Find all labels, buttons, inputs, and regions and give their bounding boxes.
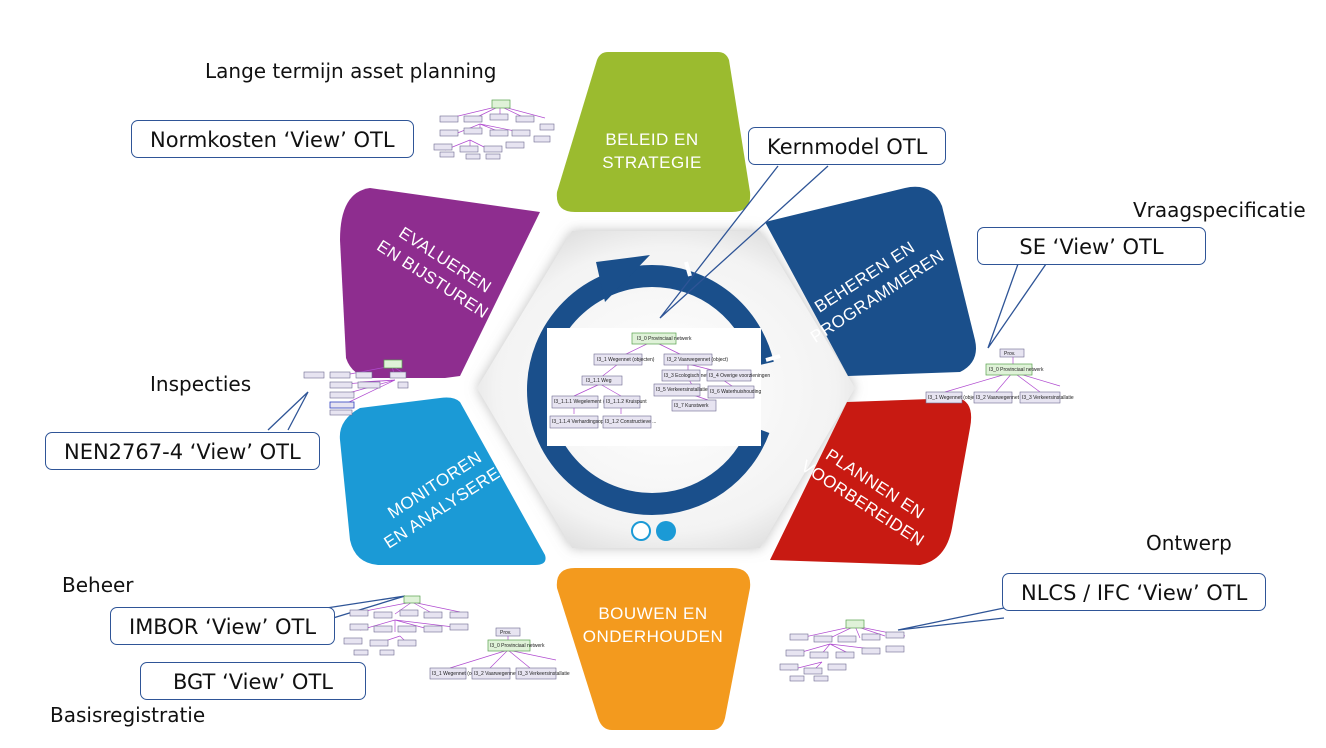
kernmodel-tree-panel: I3_0 Provinciaal netwerk I3_1 Wegennet (… — [547, 328, 770, 446]
center-tree-l1-a: I3_1 Wegennet (objecten) — [597, 357, 655, 363]
callout-se[interactable]: SE ‘View’ OTL — [977, 227, 1206, 265]
segment-plannen[interactable]: PLANNEN EN VOORBEREIDEN — [770, 398, 972, 565]
center-tree-l3-a: I3_1.1.1 Wegelement (objecten) — [554, 399, 625, 405]
pager-dot-empty[interactable] — [631, 521, 651, 541]
center-tree-l2-c: I3_4 Overige voorzieningen — [709, 373, 770, 379]
center-tree-l3-c: I3_5 Verkeersinstallaties — [656, 387, 711, 393]
segment-beleid[interactable]: BELEID EN STRATEGIE — [556, 52, 751, 212]
center-tree-l4-a: I3_1.1.4 Verhardingsoppervlak — [552, 419, 620, 425]
se-tree-mid: I3_0 Provinciaal netwerk — [989, 367, 1044, 373]
center-tree-l1-b: I3_2 Vaarwegennet (object) — [667, 357, 728, 363]
se-tree-child-1: I3_1 Wegennet (object) — [928, 395, 980, 401]
se-tree-child-3: I3_3 Verkeersinstallatie — [1022, 395, 1074, 401]
bgt-tree-child-1: I3_1 Wegennet (object) — [432, 671, 484, 677]
mini-tree-se: Prov. I3_0 Provinciaal netwerk I3_1 Wege… — [925, 348, 1074, 404]
segment-beheren[interactable]: BEHEREN EN PROGRAMMEREN — [765, 186, 976, 376]
mini-tree-normkosten — [433, 99, 555, 160]
segment-beleid-line1: BELEID EN — [605, 130, 698, 149]
center-tree-l3-b: I3_1.1.2 Kruispunt — [606, 399, 647, 405]
callout-bgt[interactable]: BGT ‘View’ OTL — [140, 662, 366, 700]
center-tree-l2-a: I3_1.1 Weg — [586, 378, 612, 384]
mini-tree-bgt: Prov. I3_0 Provinciaal netwerk I3_1 Wege… — [429, 627, 570, 680]
segment-bouwen[interactable]: BOUWEN EN ONDERHOUDEN — [556, 568, 751, 730]
segment-evalueren[interactable]: EVALUEREN EN BIJSTUREN — [340, 188, 540, 378]
callout-normkosten[interactable]: Normkosten ‘View’ OTL — [131, 120, 414, 158]
callout-imbor[interactable]: IMBOR ‘View’ OTL — [110, 607, 336, 645]
se-tree-child-2: I3_2 Vaarwegennet (object) — [976, 395, 1037, 401]
callout-kernmodel[interactable]: Kernmodel OTL — [748, 127, 947, 165]
center-tree-l3-d: I3_6 Waterhuishouding — [710, 389, 761, 395]
bgt-tree-child-3: I3_3 Verkeersinstallatie — [518, 671, 570, 677]
callout-nen2767[interactable]: NEN2767-4 ‘View’ OTL — [45, 432, 320, 470]
label-vraagspecificatie: Vraagspecificatie — [1133, 198, 1306, 222]
bgt-tree-child-2: I3_2 Vaarwegennet (object) — [474, 671, 535, 677]
callout-nlcs-ifc[interactable]: NLCS / IFC ‘View’ OTL — [1002, 573, 1267, 611]
mini-tree-inspecties — [303, 359, 409, 416]
center-tree-l4-c: I3_7 Kunstwerk — [674, 403, 709, 409]
bgt-tree-root: Prov. — [500, 630, 511, 636]
label-inspecties: Inspecties — [150, 372, 252, 396]
segment-beleid-line2: STRATEGIE — [602, 153, 702, 172]
label-basisregistratie: Basisregistratie — [50, 703, 206, 727]
label-beheer: Beheer — [62, 573, 134, 597]
center-tree-root: I3_0 Provinciaal netwerk — [637, 336, 692, 342]
segment-bouwen-line2: ONDERHOUDEN — [583, 627, 724, 646]
segment-monitoren[interactable]: MONITOREN EN ANALYSEREN — [339, 397, 546, 566]
mini-tree-nlcs — [779, 619, 906, 682]
center-tree-l2-b: I3_3 Ecologisch netwerk — [664, 373, 719, 379]
center-tree-l4-b: I3_1.2 Constructieve ... — [605, 419, 656, 425]
pager-dot-filled[interactable] — [656, 521, 676, 541]
se-tree-root: Prov. — [1004, 351, 1015, 357]
label-lange-termijn: Lange termijn asset planning — [205, 59, 497, 83]
cycle-arrow — [527, 255, 781, 515]
mini-tree-imbor — [343, 595, 469, 656]
bgt-tree-mid: I3_0 Provinciaal netwerk — [490, 643, 545, 649]
segment-bouwen-line1: BOUWEN EN — [598, 604, 707, 623]
label-ontwerp: Ontwerp — [1146, 531, 1232, 555]
